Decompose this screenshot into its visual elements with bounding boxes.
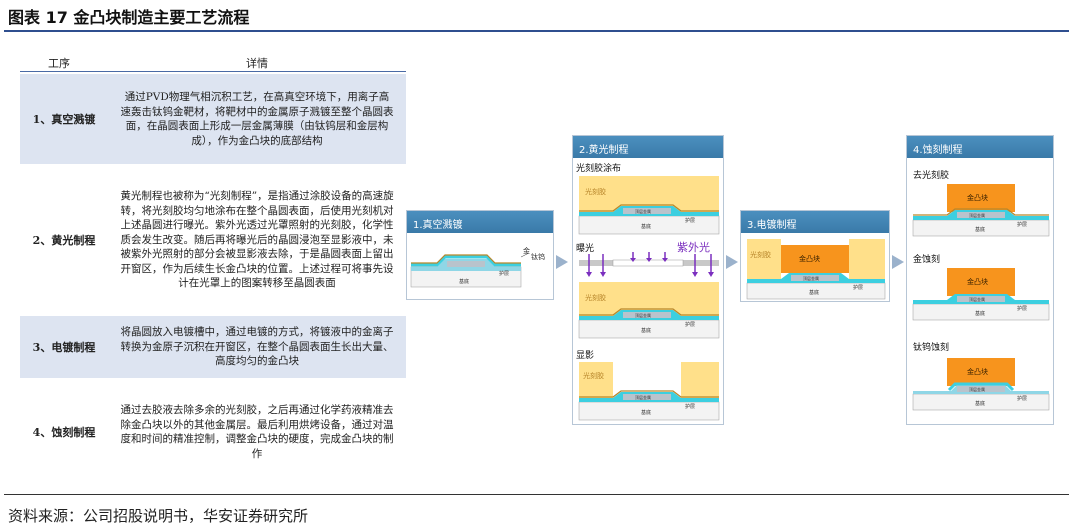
svg-text:顶层金属: 顶层金属 <box>969 212 985 218</box>
svg-text:护层: 护层 <box>1017 221 1027 228</box>
plating-cross-section: 光刻胶 金凸块 顶层金属 基底 护层 <box>746 239 886 300</box>
step-detail: 将晶圆放入电镀槽中，通过电镀的方式，将镀液中的金离子转换为金原子沉积在开窗区，在… <box>120 326 394 368</box>
svg-text:护层: 护层 <box>685 217 695 224</box>
arrow-1-2 <box>556 255 568 269</box>
table-row-1: 1、真空溅镀 通过PVD物理气相沉积工艺，在高真空环境下，用离子高速轰击钛钨金靶… <box>20 74 406 164</box>
panel-title: 3.电镀制程 <box>741 211 889 233</box>
svg-text:护层: 护层 <box>499 270 509 277</box>
svg-text:顶层金属: 顶层金属 <box>635 394 651 400</box>
svg-text:光刻胶: 光刻胶 <box>585 187 606 196</box>
svg-text:基底: 基底 <box>975 310 985 317</box>
svg-text:基底: 基底 <box>641 409 651 416</box>
svg-text:顶层金属: 顶层金属 <box>635 208 651 214</box>
sub-expose: 曝光 <box>576 244 595 254</box>
label-gold: 金 <box>523 246 530 255</box>
svg-text:基底: 基底 <box>641 327 651 334</box>
header-step: 工序 <box>48 57 70 70</box>
step-label: 2、黄光制程 <box>32 234 96 247</box>
panel-photo: 2.黄光制程 光刻胶涂布 光刻胶 顶层金属 基底 护层 曝光 紫外光 光刻 <box>572 135 724 425</box>
svg-text:护层: 护层 <box>685 403 695 410</box>
sputter-cross-section: 基底 护层 金 钛钨 <box>410 246 545 288</box>
svg-text:金凸块: 金凸块 <box>799 254 820 263</box>
svg-text:顶层金属: 顶层金属 <box>969 386 985 392</box>
svg-text:基底: 基底 <box>459 278 469 285</box>
svg-text:基底: 基底 <box>975 400 985 407</box>
step-label: 3、电镀制程 <box>32 341 96 354</box>
svg-text:护层: 护层 <box>1017 305 1027 312</box>
sub-develop: 显影 <box>576 351 595 361</box>
sub-tiw-etch: 钛钨蚀刻 <box>913 343 950 353</box>
bottom-rule <box>4 494 1069 495</box>
svg-text:金凸块: 金凸块 <box>967 367 988 376</box>
panel-plating: 3.电镀制程 光刻胶 金凸块 顶层金属 基底 护层 <box>740 210 890 302</box>
svg-text:金凸块: 金凸块 <box>967 277 988 286</box>
process-table: 工序 详情 1、真空溅镀 通过PVD物理气相沉积工艺，在高真空环境下，用离子高速… <box>20 52 406 460</box>
svg-text:顶层金属: 顶层金属 <box>969 296 985 302</box>
top-rule <box>4 30 1069 32</box>
sub-gold-etch: 金蚀刻 <box>913 255 941 265</box>
svg-text:顶层金属: 顶层金属 <box>803 275 819 281</box>
svg-text:基底: 基底 <box>809 289 819 296</box>
label-uv: 紫外光 <box>677 241 710 254</box>
svg-text:光刻胶: 光刻胶 <box>583 371 604 380</box>
table-row-3: 3、电镀制程 将晶圆放入电镀槽中，通过电镀的方式，将镀液中的金离子转换为金原子沉… <box>20 316 406 378</box>
figure-title: 图表 17 金凸块制造主要工艺流程 <box>8 8 250 27</box>
svg-text:护层: 护层 <box>685 321 695 328</box>
step-detail: 黄光制程也被称为“光刻制程”，是指通过涂胶设备的高速旋转，将光刻胶均匀地涂布在整… <box>120 190 394 290</box>
table-header: 工序 详情 <box>20 52 406 72</box>
table-row-2: 2、黄光制程 黄光制程也被称为“光刻制程”，是指通过涂胶设备的高速旋转，将光刻胶… <box>20 166 406 314</box>
process-diagram: 1.真空溅镀 基底 护层 金 钛钨 2.黄光制程 光刻胶涂布 光刻胶 顶层金属 … <box>406 130 1066 490</box>
table-row-4: 4、蚀刻制程 通过去胶液去除多余的光刻胶，之后再通过化学药液精准去除金凸块以外的… <box>20 382 406 482</box>
strip-cross-section: 金凸块 顶层金属 基底 护层 <box>912 184 1050 237</box>
svg-text:光刻胶: 光刻胶 <box>750 250 771 259</box>
svg-text:基底: 基底 <box>641 223 651 230</box>
step-label: 4、蚀刻制程 <box>32 426 96 439</box>
step-label: 1、真空溅镀 <box>32 113 96 126</box>
svg-text:金凸块: 金凸块 <box>967 193 988 202</box>
panel-sputter: 1.真空溅镀 基底 护层 金 钛钨 <box>406 210 554 300</box>
source-note: 资料来源：公司招股说明书，华安证券研究所 <box>8 507 309 525</box>
step-detail: 通过去胶液去除多余的光刻胶，之后再通过化学药液精准去除金凸块以外的其他金属层。最… <box>120 404 394 460</box>
step-detail: 通过PVD物理气相沉积工艺，在高真空环境下，用离子高速轰击钛钨金靶材，将靶材中的… <box>120 91 394 147</box>
svg-text:护层: 护层 <box>1017 395 1027 402</box>
develop-cross-section: 光刻胶 顶层金属 基底 护层 <box>578 362 720 421</box>
arrow-2-3 <box>726 255 738 269</box>
panel-title: 2.黄光制程 <box>573 136 723 158</box>
svg-text:基底: 基底 <box>975 226 985 233</box>
arrow-3-4 <box>892 255 904 269</box>
svg-text:护层: 护层 <box>853 284 863 291</box>
svg-text:顶层金属: 顶层金属 <box>635 312 651 318</box>
label-tiw: 钛钨 <box>531 252 545 261</box>
panel-title: 4.蚀刻制程 <box>907 136 1053 158</box>
sub-coat: 光刻胶涂布 <box>576 164 622 174</box>
panel-etch: 4.蚀刻制程 去光刻胶 金凸块 顶层金属 基底 护层 金蚀刻 金凸块 顶层金属 … <box>906 135 1054 425</box>
gold-etch-cross-section: 金凸块 顶层金属 基底 护层 <box>912 268 1050 321</box>
svg-text:光刻胶: 光刻胶 <box>585 293 606 302</box>
header-detail: 详情 <box>246 57 268 70</box>
tiw-etch-cross-section: 金凸块 顶层金属 基底 护层 <box>912 358 1050 411</box>
sub-strip: 去光刻胶 <box>913 171 950 181</box>
panel-title: 1.真空溅镀 <box>407 211 553 233</box>
expose-cross-section: 光刻胶 顶层金属 基底 护层 <box>578 252 720 339</box>
coat-cross-section: 光刻胶 顶层金属 基底 护层 <box>578 176 720 235</box>
